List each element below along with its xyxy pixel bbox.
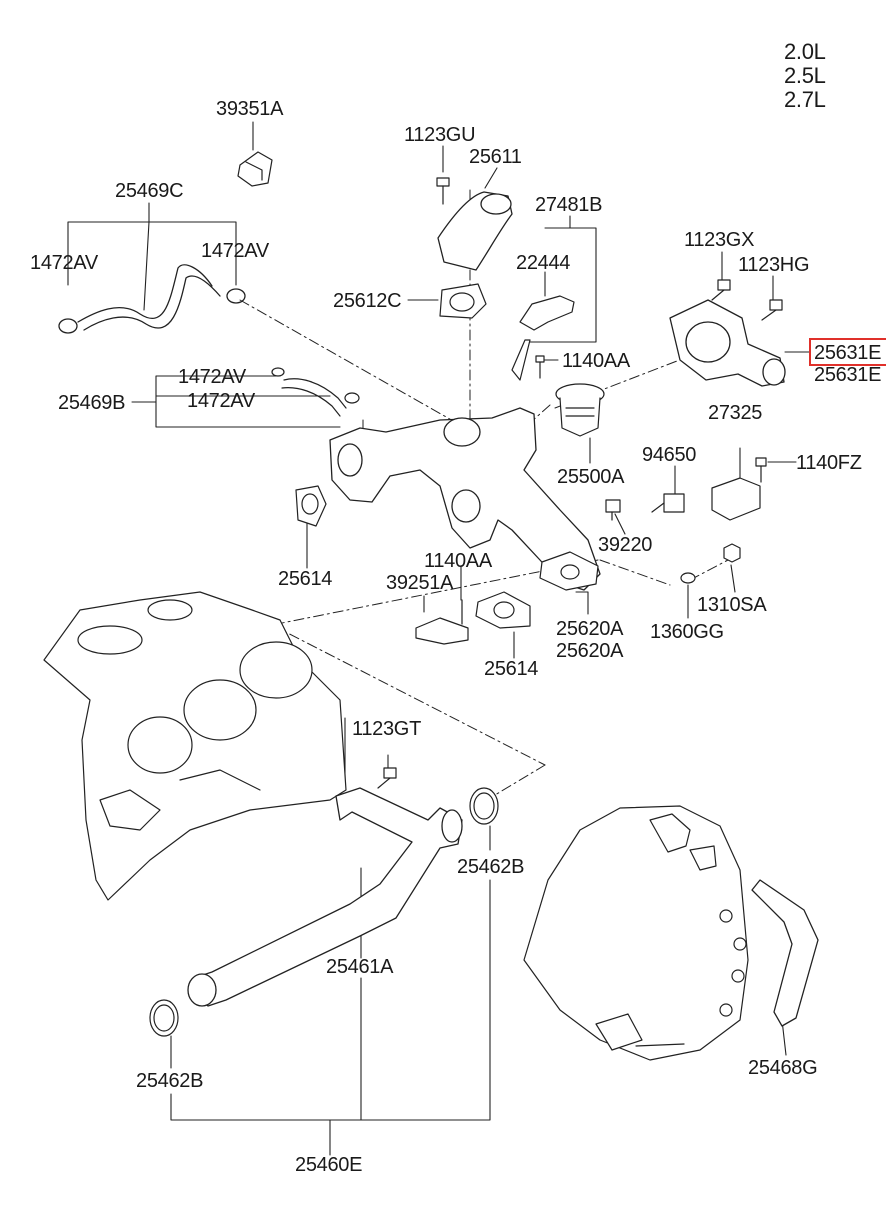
part-label-25611[interactable]: 25611	[469, 146, 522, 168]
bolt-1123hg	[761, 299, 783, 321]
part-label-22444[interactable]: 22444	[516, 252, 571, 274]
bolt-1140fz	[755, 457, 767, 483]
pipe-25461a	[187, 787, 463, 1007]
bolt-1123gt	[377, 767, 397, 789]
part-label-25614-mid[interactable]: 25614	[484, 658, 539, 680]
hose-25468g	[751, 879, 819, 1027]
oring-25462b-right	[469, 787, 499, 825]
part-label-39220[interactable]: 39220	[598, 534, 653, 556]
gasket-25614-left	[295, 485, 327, 527]
bracket-39251a	[415, 599, 469, 645]
part-label-1472av-right[interactable]: 1472AV	[201, 240, 269, 262]
coolant-manifold	[329, 407, 601, 591]
housing-25631e	[669, 299, 786, 387]
elbow-25611	[437, 191, 513, 271]
part-label-25462b-left[interactable]: 25462B	[136, 1070, 204, 1092]
part-label-1140aa-top[interactable]: 1140AA	[562, 350, 630, 372]
leader-lines	[67, 121, 811, 1156]
part-label-39251a[interactable]: 39251A	[386, 572, 454, 594]
part-label-25620a-2[interactable]: 25620A	[556, 640, 624, 662]
sensor-94650	[651, 493, 685, 513]
part-label-1140aa-mid[interactable]: 1140AA	[424, 550, 492, 572]
part-label-94650[interactable]: 94650	[642, 444, 697, 466]
engine-size-27: 2.7L	[784, 87, 826, 112]
thermostat-25500a	[555, 383, 605, 437]
washer-1360gg	[680, 572, 696, 584]
bolt-1140aa	[535, 355, 545, 379]
part-label-1123gt[interactable]: 1123GT	[352, 718, 421, 740]
part-label-1472av-mid2[interactable]: 1472AV	[187, 390, 255, 412]
engine-size-25: 2.5L	[784, 63, 826, 88]
bracket-22444	[511, 295, 575, 381]
part-label-27481b[interactable]: 27481B	[535, 194, 603, 216]
transmission-housing	[523, 805, 749, 1061]
selected-part-highlight	[809, 338, 886, 366]
module-27325	[711, 477, 761, 521]
part-label-39351a[interactable]: 39351A	[216, 98, 284, 120]
gasket-25612c	[439, 283, 487, 319]
part-label-25469b[interactable]: 25469B	[58, 392, 126, 414]
gasket-25614-mid	[475, 591, 531, 629]
hose-25469c	[58, 264, 246, 334]
part-label-1123hg[interactable]: 1123HG	[738, 254, 810, 276]
part-label-1472av-mid1[interactable]: 1472AV	[178, 366, 246, 388]
engine-size-20: 2.0L	[784, 39, 826, 64]
part-label-25462b-right[interactable]: 25462B	[457, 856, 525, 878]
bolt-1123gx	[711, 279, 731, 301]
engine-block	[43, 591, 347, 901]
part-label-25500a[interactable]: 25500A	[557, 466, 625, 488]
part-label-25469c[interactable]: 25469C	[115, 180, 184, 202]
part-label-1310sa[interactable]: 1310SA	[697, 594, 767, 616]
hose-25469b	[271, 367, 360, 417]
flange-25620a	[539, 551, 599, 591]
oring-25462b-left	[149, 999, 179, 1037]
clip-39351a	[237, 151, 273, 187]
part-label-25612c[interactable]: 25612C	[333, 290, 402, 312]
part-label-1360gg[interactable]: 1360GG	[650, 621, 724, 643]
part-label-27325[interactable]: 27325	[708, 402, 763, 424]
part-label-1123gx[interactable]: 1123GX	[684, 229, 755, 251]
part-label-25460e[interactable]: 25460E	[295, 1154, 363, 1176]
part-label-1123gu[interactable]: 1123GU	[404, 124, 476, 146]
part-label-25461a[interactable]: 25461A	[326, 956, 394, 978]
nut-1310sa	[723, 543, 741, 563]
sensor-39220	[605, 499, 621, 521]
bolt-1123gu	[436, 177, 450, 205]
part-label-25468g[interactable]: 25468G	[748, 1057, 818, 1079]
part-label-1140fz[interactable]: 1140FZ	[796, 452, 862, 474]
part-label-25631e-selected[interactable]: 25631E	[814, 342, 882, 364]
part-label-25614-left[interactable]: 25614	[278, 568, 333, 590]
part-label-25631e[interactable]: 25631E	[814, 364, 882, 386]
part-label-1472av-left[interactable]: 1472AV	[30, 252, 98, 274]
part-label-25620a-1[interactable]: 25620A	[556, 618, 624, 640]
